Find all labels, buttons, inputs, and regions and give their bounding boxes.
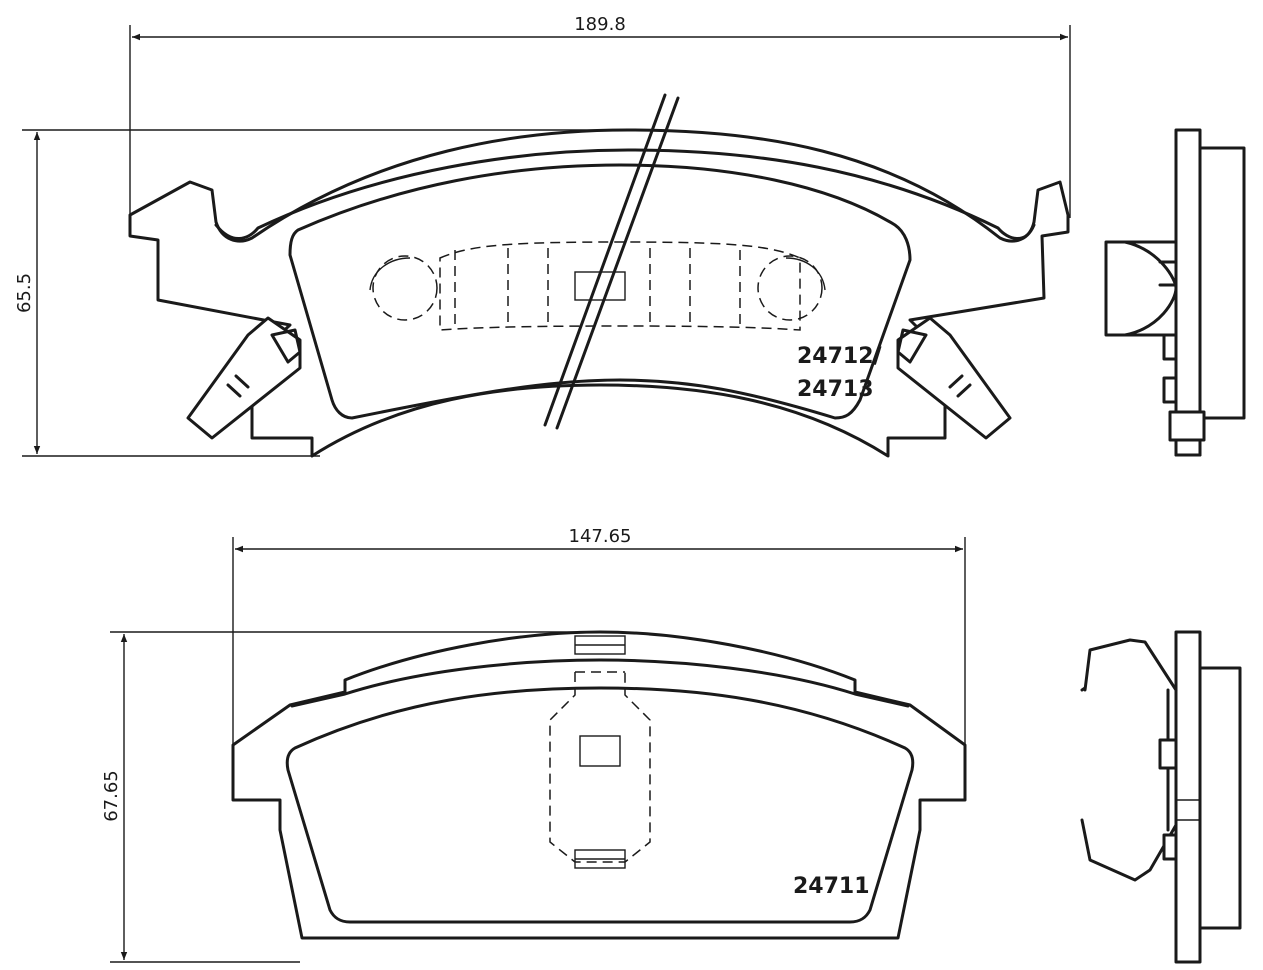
bottom-height-label: 67.65 [101,770,122,822]
bottom-pad-front-view: 24711 [231,630,967,940]
top-pad-right-clip [896,316,1012,440]
bottom-pad-shim-outline [549,635,651,869]
top-pad-inner-arc [214,148,1036,240]
top-pad-shim-outline [369,241,826,331]
top-height-label: 65.5 [14,273,35,313]
bottom-width-label: 147.65 [569,526,632,547]
top-height-dimension: 65.5 [14,129,620,457]
top-pad-side-view [1104,128,1246,457]
top-pad-break-line-1 [543,93,667,427]
bottom-height-dimension: 67.65 [101,631,600,963]
bottom-pad-backing-plate [231,630,967,940]
top-pad-front-view: 24712/ 24713 [128,93,1070,458]
top-width-dimension: 189.8 [129,14,1071,218]
bottom-width-dimension: 147.65 [232,526,966,748]
top-width-label: 189.8 [574,14,626,35]
top-pad-backing-plate [128,128,1070,458]
top-part-number-1: 24712/ [797,344,883,369]
bottom-pad-friction-material [285,686,915,924]
top-pad-friction-material [288,163,912,420]
top-pad-break-line-2 [555,96,680,430]
bottom-pad-side-view [1080,630,1242,964]
bottom-pad-inner-arc [290,658,910,708]
top-part-number-2: 24713 [797,377,874,402]
bottom-part-number: 24711 [793,874,870,899]
top-pad-left-clip [186,316,302,440]
